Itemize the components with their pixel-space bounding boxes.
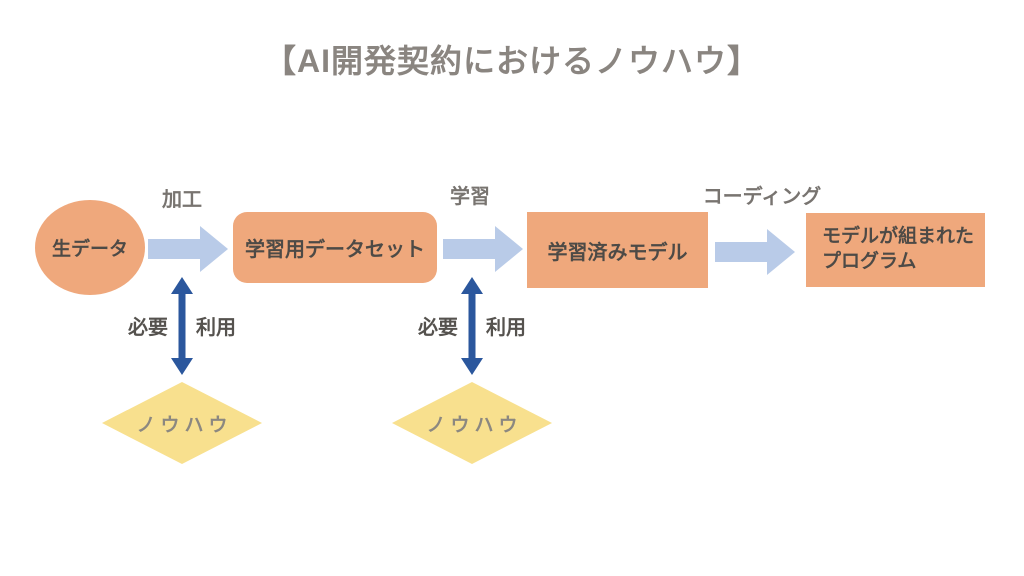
knowhow-group-2: 必要 利用 ノウハウ	[392, 277, 552, 464]
node-model-program-label: モデルが組まれた プログラム	[822, 226, 975, 272]
node-trained-model-label: 学習済みモデル	[547, 241, 688, 264]
knowhow-group-1: 必要 利用 ノウハウ	[102, 277, 262, 464]
diagram-title: 【AI開発契約におけるノウハウ】	[263, 43, 760, 79]
need-label: 必要	[418, 317, 458, 339]
double-arrow-icon	[171, 277, 193, 375]
flow-label-processing: 加工	[162, 189, 202, 211]
flow-label-training: 学習	[450, 186, 490, 208]
need-label: 必要	[128, 317, 168, 339]
right-arrow-icon	[443, 226, 523, 272]
node-raw-data: 生データ	[35, 200, 145, 295]
knowhow-diamond-label: ノウハウ	[136, 414, 233, 436]
node-training-dataset-label: 学習用データセット	[245, 239, 425, 261]
use-label: 利用	[486, 317, 526, 339]
node-raw-data-label: 生データ	[51, 239, 128, 260]
node-trained-model: 学習済みモデル	[527, 212, 708, 288]
node-model-program: モデルが組まれた プログラム	[806, 213, 985, 287]
node-training-dataset: 学習用データセット	[233, 212, 437, 283]
knowhow-diamond: ノウハウ	[392, 382, 552, 464]
right-arrow-icon	[148, 226, 228, 272]
knowhow-diamond: ノウハウ	[102, 382, 262, 464]
double-arrow-icon	[461, 277, 483, 375]
flow-label-coding: コーディング	[702, 186, 822, 208]
knowhow-diamond-label: ノウハウ	[426, 414, 523, 436]
use-label: 利用	[196, 317, 236, 339]
right-arrow-icon	[715, 229, 795, 275]
